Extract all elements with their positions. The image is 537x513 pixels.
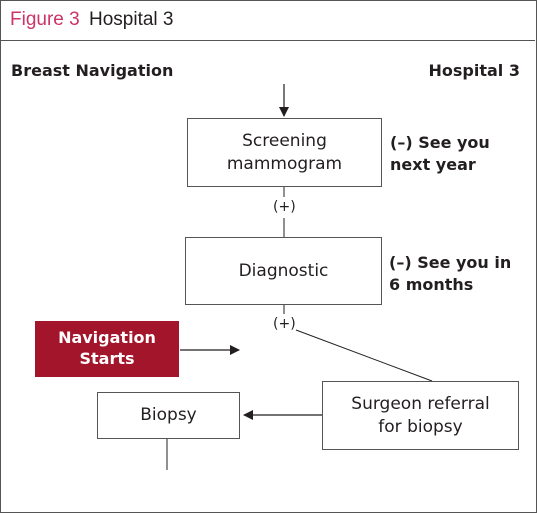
figure-title: Hospital 3: [89, 9, 174, 30]
positive-to-surgeon-line: [295, 329, 433, 382]
screening-mammogram-node: Screening mammogram: [187, 118, 382, 187]
navigation-starts-node: Navigation Starts: [35, 321, 179, 377]
screening-negative-note: (–) See you next year: [390, 133, 490, 175]
diagnostic-positive-label: (+): [273, 316, 296, 332]
surgeon-referral-node: Surgeon referral for biopsy: [322, 381, 519, 450]
diagnostic-node: Diagnostic: [185, 237, 382, 305]
figure-number: Figure 3: [10, 9, 80, 30]
figure-header: Figure 3 Hospital 3: [0, 0, 535, 41]
biopsy-node: Biopsy: [97, 392, 240, 439]
diagram-title: Breast Navigation: [11, 61, 174, 80]
screening-positive-label: (+): [273, 199, 296, 215]
diagnostic-negative-note: (–) See you in 6 months: [389, 253, 512, 295]
hospital-label: Hospital 3: [428, 61, 520, 80]
